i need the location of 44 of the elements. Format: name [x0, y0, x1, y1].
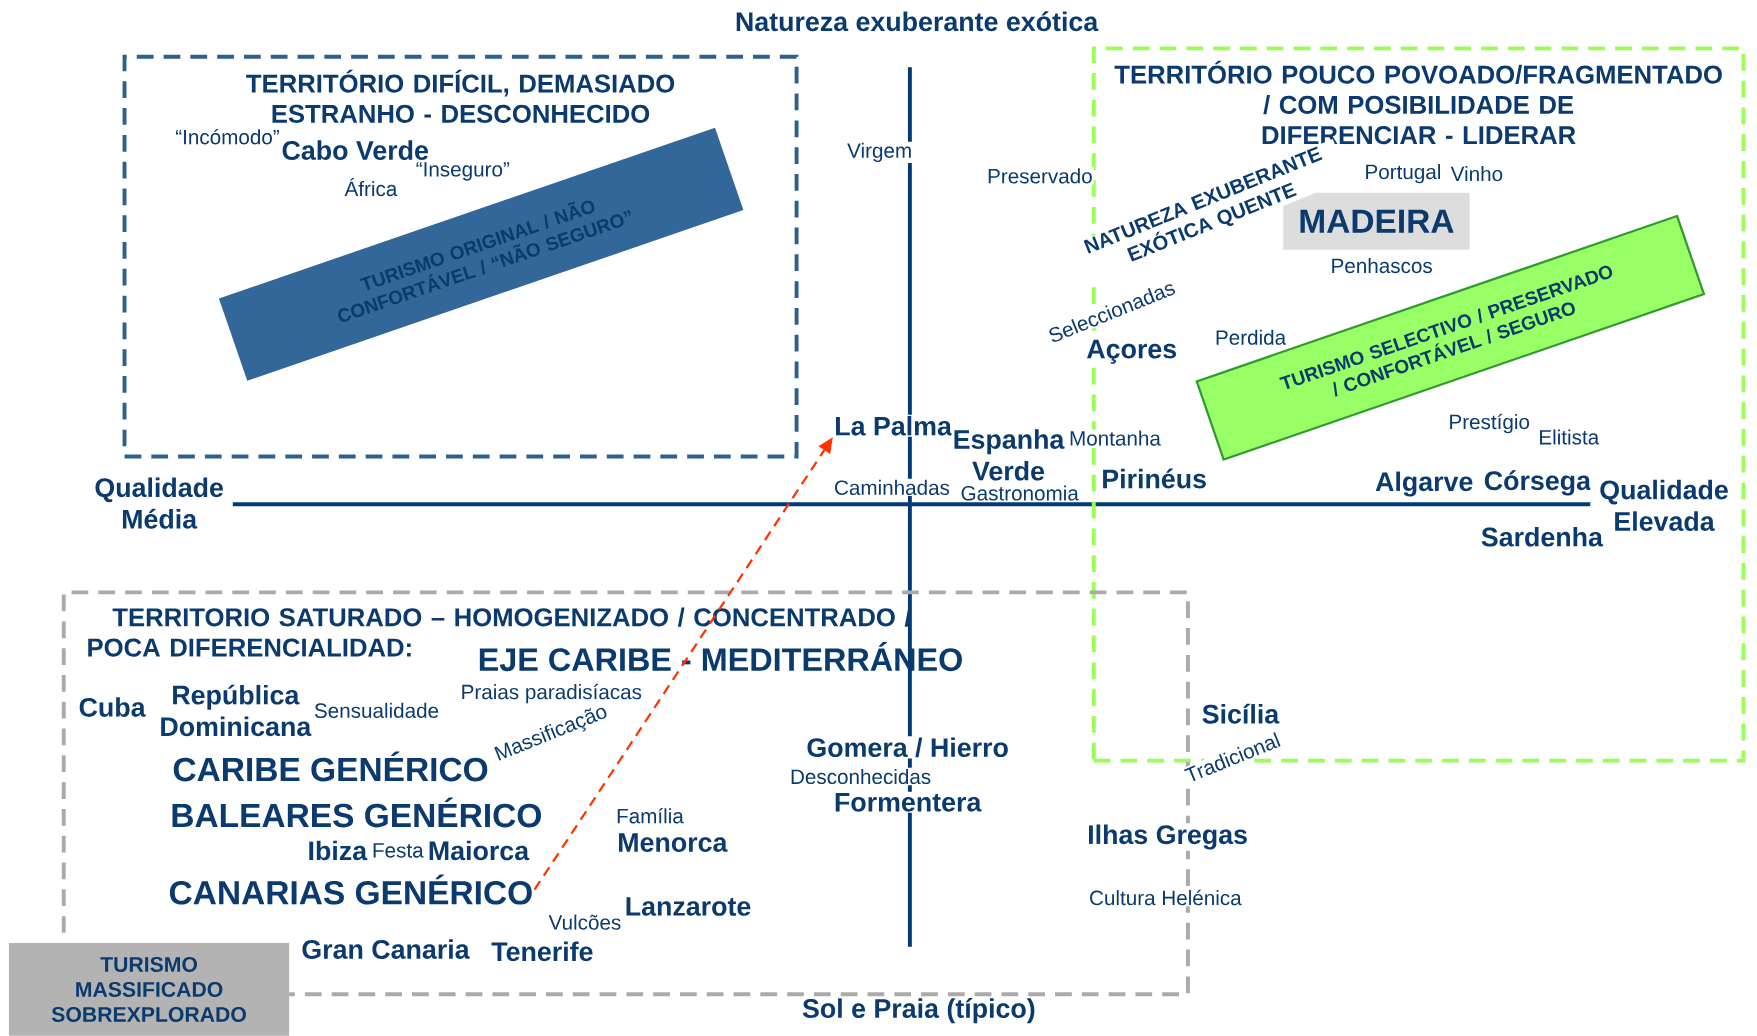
place-name: Ilhas Gregas — [1086, 823, 1250, 851]
axis-label: Natureza exuberante exótica — [733, 9, 1100, 33]
place-name: Maiorca — [426, 839, 531, 862]
keyword: Vinho — [1449, 164, 1505, 183]
keyword: África — [343, 176, 399, 198]
keyword: Virgem — [846, 141, 914, 163]
place-name: Lanzarote — [623, 895, 753, 917]
keyword: Cultura Helénica — [1087, 888, 1243, 907]
place-name: Pirinéus — [1100, 467, 1209, 490]
keyword: Montanha — [1067, 429, 1162, 447]
axis-label: Sol e Praia (típico) — [800, 996, 1037, 1025]
place-name: Ibiza — [306, 839, 369, 862]
keyword: Vulcões — [547, 913, 623, 931]
keyword: Caminhadas — [832, 478, 952, 496]
label-box: TURISMO MASSIFICADO SOBREXPLORADO — [8, 942, 290, 1036]
place-name: CANARIAS GENÉRICO — [167, 873, 535, 906]
keyword: Preservado — [985, 167, 1094, 185]
place-name: República Dominicana — [157, 683, 314, 738]
keyword: Praias paradisíacas — [459, 682, 644, 705]
keyword: Sensualidade — [312, 701, 441, 719]
keyword: Elitista — [1537, 428, 1601, 446]
keyword: Festa — [370, 841, 425, 859]
place-name: Algarve — [1373, 470, 1475, 498]
place-name: CARIBE GENÉRICO — [171, 750, 490, 783]
keyword: Perdida — [1213, 328, 1288, 346]
keyword: Prestígio — [1447, 412, 1532, 435]
place-name: Formentera — [832, 791, 983, 813]
place-name: Espanha Verde — [951, 427, 1066, 482]
keyword: Portugal — [1363, 162, 1443, 185]
axis-label: Qualidade Média — [85, 476, 233, 530]
place-name: Menorca — [616, 831, 729, 853]
place-name: Cabo Verde — [280, 138, 431, 161]
place-name: Sicília — [1200, 702, 1281, 725]
place-name: La Palma — [833, 414, 953, 437]
keyword: Gastronomia — [959, 484, 1080, 502]
place-name: BALEARES GENÉRICO — [169, 796, 544, 829]
place-name: Córsega — [1482, 468, 1593, 497]
place-name: Tenerife — [490, 940, 595, 963]
keyword: “Inseguro” — [414, 160, 511, 182]
keyword: Desconhecidas — [788, 767, 933, 785]
place-name: Gomera / Hierro — [805, 736, 1010, 759]
keyword: Família — [614, 806, 685, 825]
place-name: Cuba — [77, 695, 147, 718]
axis-label: Qualidade Elevada — [1590, 478, 1738, 532]
